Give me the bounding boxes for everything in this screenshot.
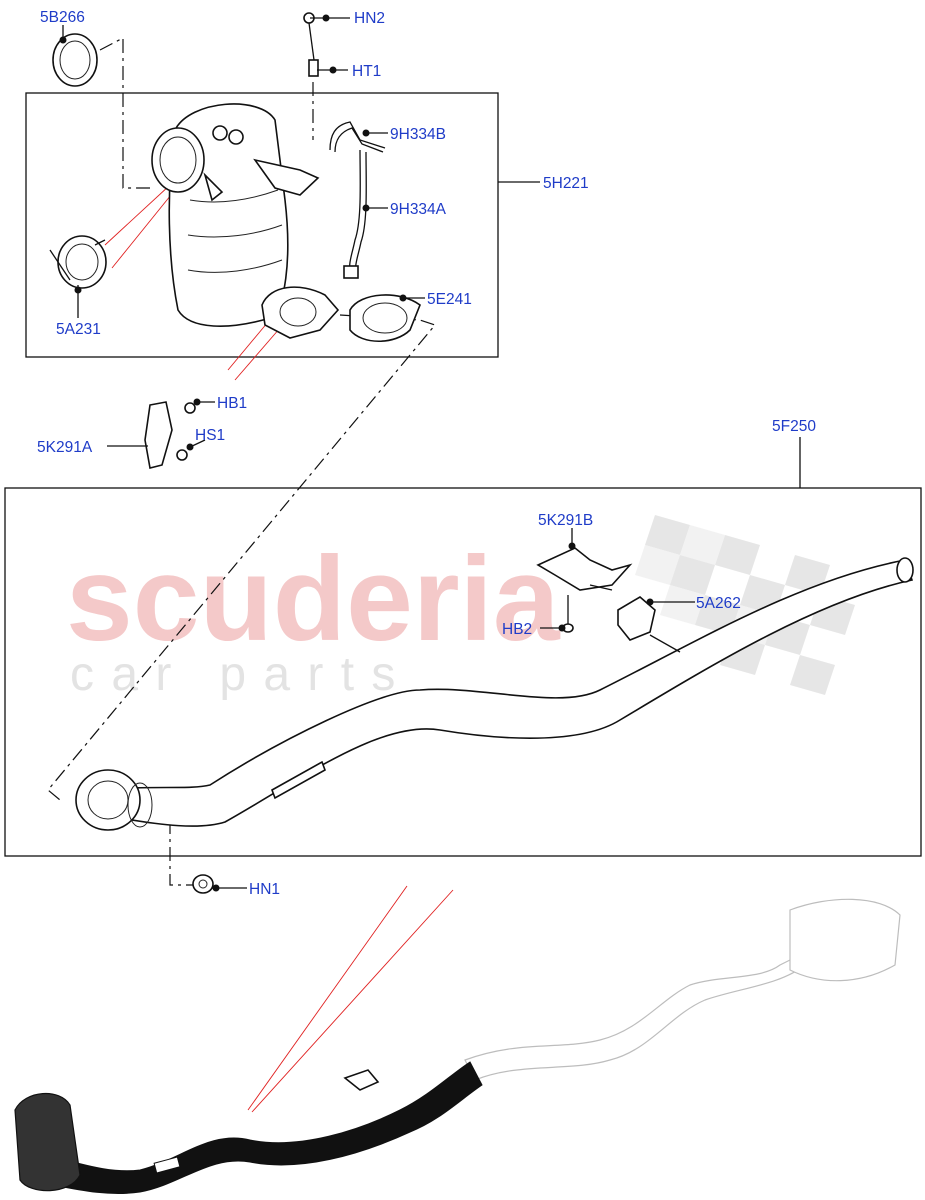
highlight-line bbox=[234, 327, 281, 381]
clamp-5A231 bbox=[49, 235, 107, 289]
isolator-5A262 bbox=[617, 596, 681, 653]
highlight-line bbox=[111, 189, 176, 269]
label-9H334A: 9H334A bbox=[390, 201, 447, 218]
highlight-line bbox=[251, 889, 454, 1113]
bracket-5K291A bbox=[144, 401, 196, 469]
overview-exhaust-system bbox=[14, 898, 901, 1195]
label-5K291B: 5K291B bbox=[538, 512, 593, 529]
pipes-9H334 bbox=[329, 121, 386, 279]
flange-5E241 bbox=[261, 286, 421, 342]
hanger-5K291B bbox=[536, 547, 633, 633]
label-9H334B: 9H334B bbox=[390, 126, 446, 143]
label-5K291A: 5K291A bbox=[37, 439, 93, 456]
label-5A262: 5A262 bbox=[696, 595, 741, 612]
label-5F250: 5F250 bbox=[772, 418, 816, 435]
nut-HN1 bbox=[192, 874, 214, 894]
label-HN2: HN2 bbox=[354, 10, 385, 27]
front-pipe-5F250 bbox=[75, 557, 914, 831]
callout-leaders bbox=[59, 14, 801, 892]
label-5H221: 5H221 bbox=[543, 175, 589, 192]
callout-labels: 5B266 HN2 HT1 9H334B 9H334A 5H221 5A231 … bbox=[37, 9, 816, 898]
highlight-line bbox=[227, 321, 269, 371]
assembly-line-HN1 bbox=[169, 820, 198, 886]
assembly-line-flange bbox=[47, 314, 437, 801]
watermark: scuderia c a r p a r t s bbox=[66, 515, 855, 701]
box-5H221 bbox=[25, 92, 499, 358]
label-5A231: 5A231 bbox=[56, 321, 101, 338]
highlight-line bbox=[104, 184, 171, 246]
label-HB2: HB2 bbox=[502, 621, 532, 638]
label-HB1: HB1 bbox=[217, 395, 247, 412]
label-5B266: 5B266 bbox=[40, 9, 85, 26]
label-5E241: 5E241 bbox=[427, 291, 472, 308]
catalytic-converter-5H221 bbox=[151, 103, 320, 327]
watermark-tagline: c a r p a r t s bbox=[70, 648, 397, 701]
box-5F250 bbox=[4, 487, 922, 857]
highlight-line bbox=[247, 885, 408, 1111]
watermark-brand: scuderia bbox=[66, 532, 561, 666]
sensor-HT1 bbox=[303, 12, 319, 77]
label-HS1: HS1 bbox=[195, 427, 225, 444]
gasket-5B266 bbox=[52, 33, 98, 87]
label-HN1: HN1 bbox=[249, 881, 280, 898]
label-HT1: HT1 bbox=[352, 63, 381, 80]
assembly-line-5B266 bbox=[99, 37, 150, 189]
